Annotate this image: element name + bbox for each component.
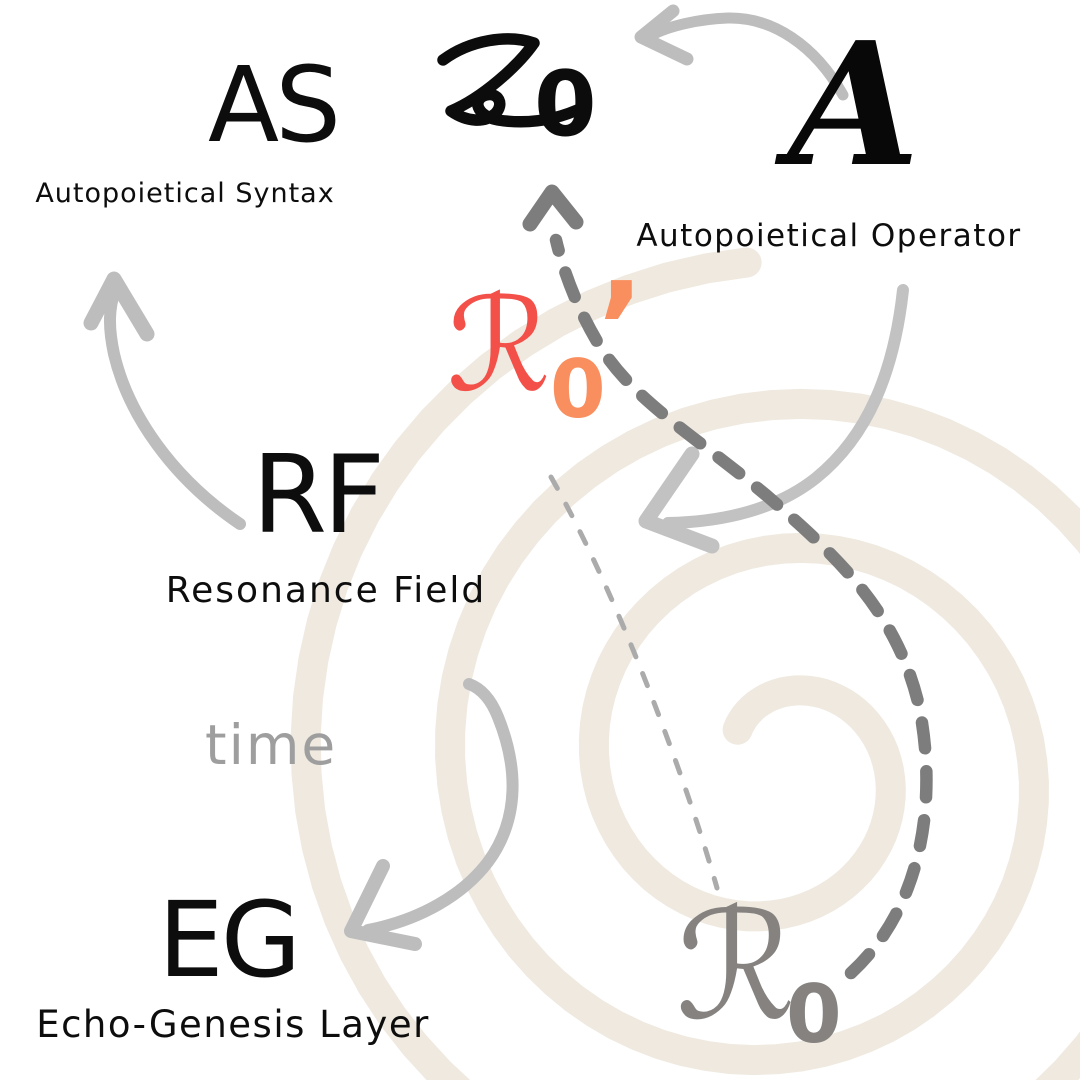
node-eg-label: Echo-Genesis Layer [36, 1003, 430, 1046]
arrow-rf-to-as-icon [83, 271, 246, 530]
node-operator-symbol: A [788, 5, 920, 205]
node-rf-abbr: RF [252, 433, 385, 558]
node-r0-prime-mark: ’ [597, 256, 645, 401]
node-r0-symbol: ℛ [676, 880, 796, 1054]
dashed-guide-line-icon [548, 474, 720, 891]
arrow-a-to-center-icon [638, 284, 909, 554]
node-eg-abbr: EG [158, 879, 301, 1001]
time-annotation: time [205, 713, 338, 777]
node-operator-label: Autopoietical Operator [636, 218, 1022, 254]
background-spiral-icon [290, 247, 1080, 1080]
node-as-label: Autopoietical Syntax [35, 178, 335, 209]
node-as-abbr: AS [208, 44, 341, 166]
arrow-a-to-z0-icon [634, 4, 849, 101]
node-rf-label: Resonance Field [165, 570, 487, 611]
node-z0-subscript: 0 [534, 52, 597, 157]
dashed-arrow-r0-to-z0-icon [522, 184, 933, 980]
z0-script-glyph-icon [437, 33, 590, 128]
node-r0-subscript: 0 [786, 968, 842, 1061]
node-r0-prime-subscript: 0 [550, 343, 606, 436]
arrow-time-to-eg-icon [344, 678, 519, 951]
node-r0-prime-symbol: ℛ [447, 269, 551, 421]
